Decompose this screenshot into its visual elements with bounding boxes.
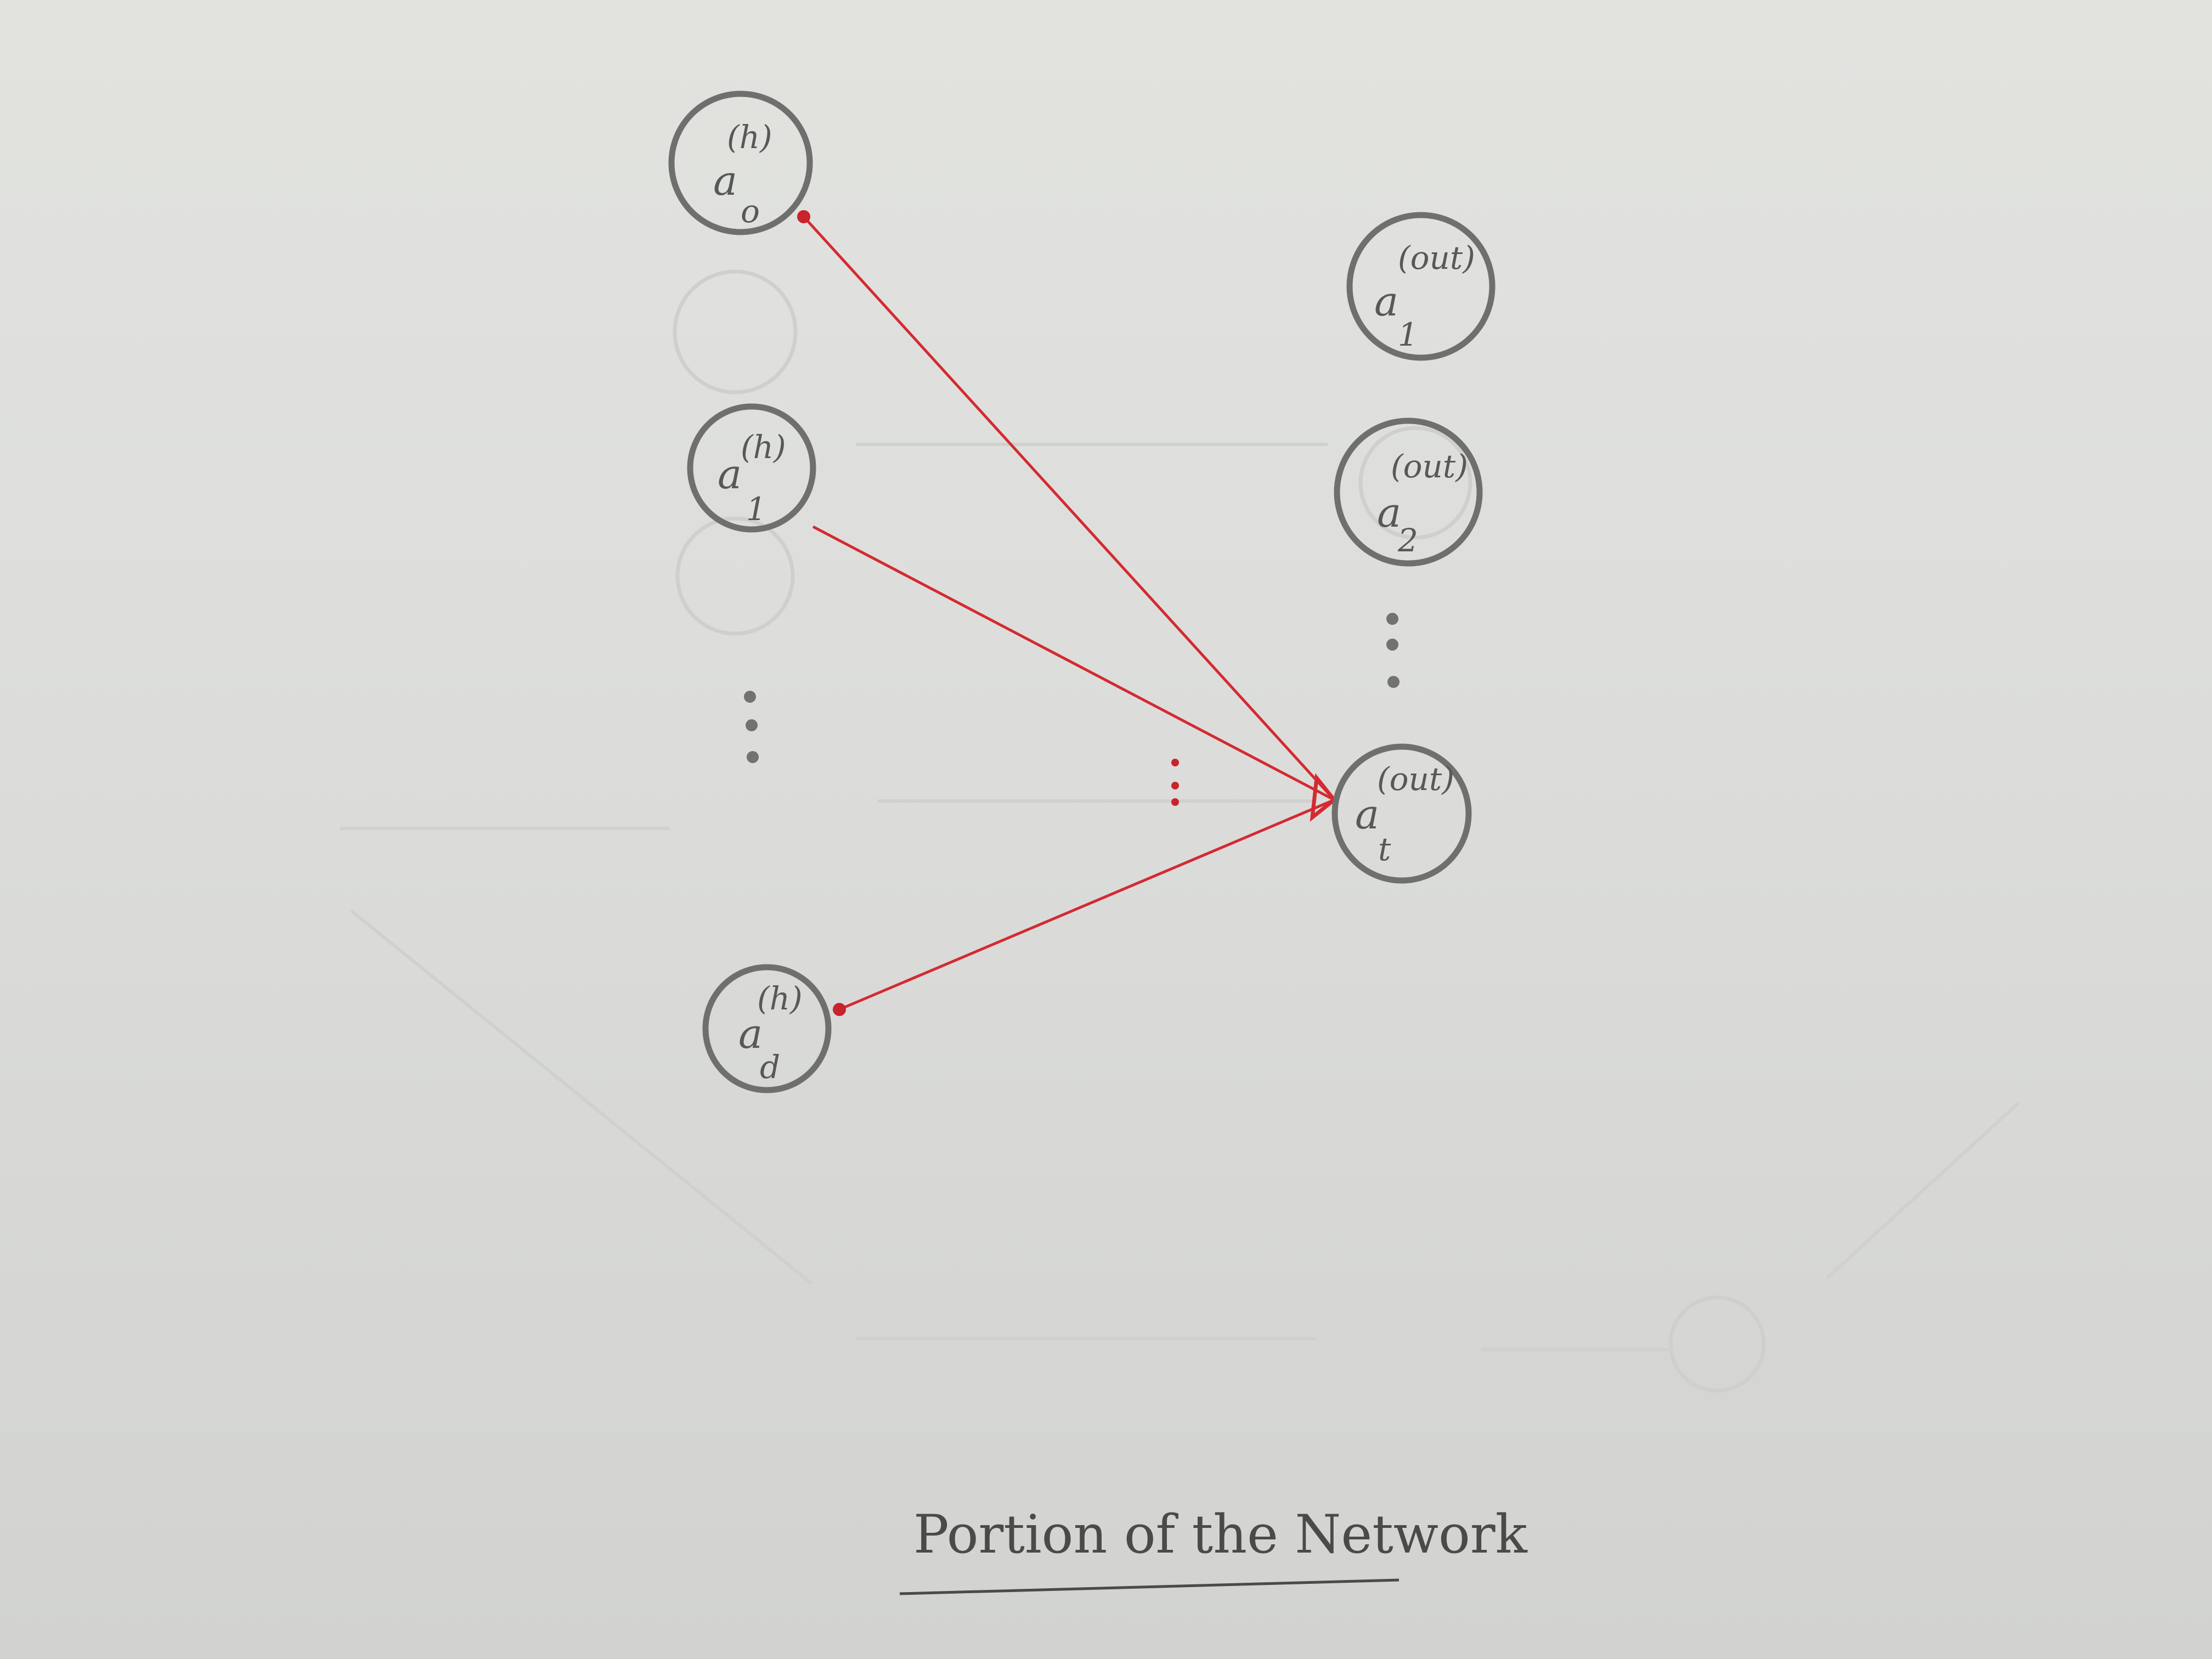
node-hd: a (h) d	[702, 964, 832, 1093]
caption-underline	[899, 1578, 1400, 1595]
node-symbol: a	[1374, 278, 1398, 325]
node-subscript: o	[741, 193, 760, 230]
node-symbol: a	[1355, 791, 1379, 838]
edge-h1-to-ot	[812, 525, 1335, 802]
node-superscript: (out)	[1377, 760, 1454, 798]
node-superscript: (h)	[757, 980, 803, 1017]
hidden-ellipsis	[744, 691, 759, 763]
node-superscript: (h)	[741, 428, 786, 466]
edge-start-dot	[833, 1003, 846, 1016]
node-ot: a (out) t	[1331, 743, 1472, 884]
bleed-through-marks	[340, 269, 2021, 1393]
node-o1: a (out) 1	[1346, 212, 1496, 361]
node-symbol: a	[713, 157, 737, 205]
node-subscript: t	[1378, 831, 1391, 868]
edge-ellipsis	[1171, 759, 1179, 806]
arrowhead-icon	[1310, 773, 1337, 822]
edge-hd-to-ot	[839, 798, 1335, 1011]
node-subscript: 2	[1397, 522, 1418, 559]
node-h1: a (h) 1	[687, 403, 816, 533]
caption-group: Portion of the Network	[899, 1504, 1528, 1595]
output-ellipsis	[1386, 613, 1400, 688]
output-layer: a (out) 1 a (out) 2 a (out) t	[1331, 212, 1496, 884]
node-symbol: a	[1377, 489, 1401, 537]
diagram-caption: Portion of the Network	[913, 1504, 1528, 1565]
node-subscript: 1	[746, 490, 766, 528]
node-subscript: 1	[1398, 316, 1418, 353]
edge-h0-to-ot	[803, 216, 1335, 801]
hidden-layer: a (h) o a (h) 1 a (h) d	[668, 91, 832, 1093]
node-h0: a (h) o	[668, 91, 813, 235]
node-superscript: (h)	[727, 119, 772, 156]
node-o2: a (out) 2	[1334, 417, 1483, 567]
edges	[797, 210, 1337, 1016]
node-symbol: a	[738, 1011, 763, 1058]
edge-start-dot	[797, 210, 810, 223]
node-superscript: (out)	[1391, 448, 1468, 485]
node-subscript: d	[760, 1048, 780, 1086]
node-superscript: (out)	[1398, 239, 1475, 276]
node-symbol: a	[718, 451, 742, 498]
